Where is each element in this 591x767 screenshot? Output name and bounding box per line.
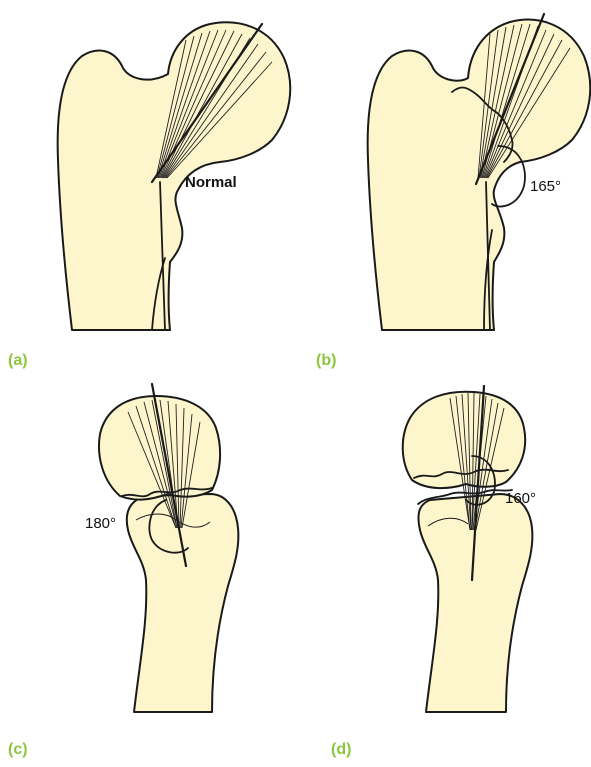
panel-c-femur — [99, 384, 238, 712]
panel-b-femur — [368, 14, 591, 330]
angle-label-165: 165° — [530, 178, 561, 195]
femur-c-head-outline — [99, 396, 220, 500]
angle-label-180: 180° — [85, 515, 116, 532]
annotation-normal: Normal — [185, 174, 237, 191]
panel-tag-a: (a) — [8, 352, 28, 370]
panel-tag-c: (c) — [8, 741, 28, 759]
femur-a-outline — [58, 22, 291, 330]
panel-tag-b: (b) — [316, 352, 336, 370]
panel-tag-d: (d) — [331, 741, 351, 759]
panel-a-femur — [58, 22, 291, 330]
panel-d-femur — [403, 386, 533, 712]
angle-label-160: 160° — [505, 490, 536, 507]
